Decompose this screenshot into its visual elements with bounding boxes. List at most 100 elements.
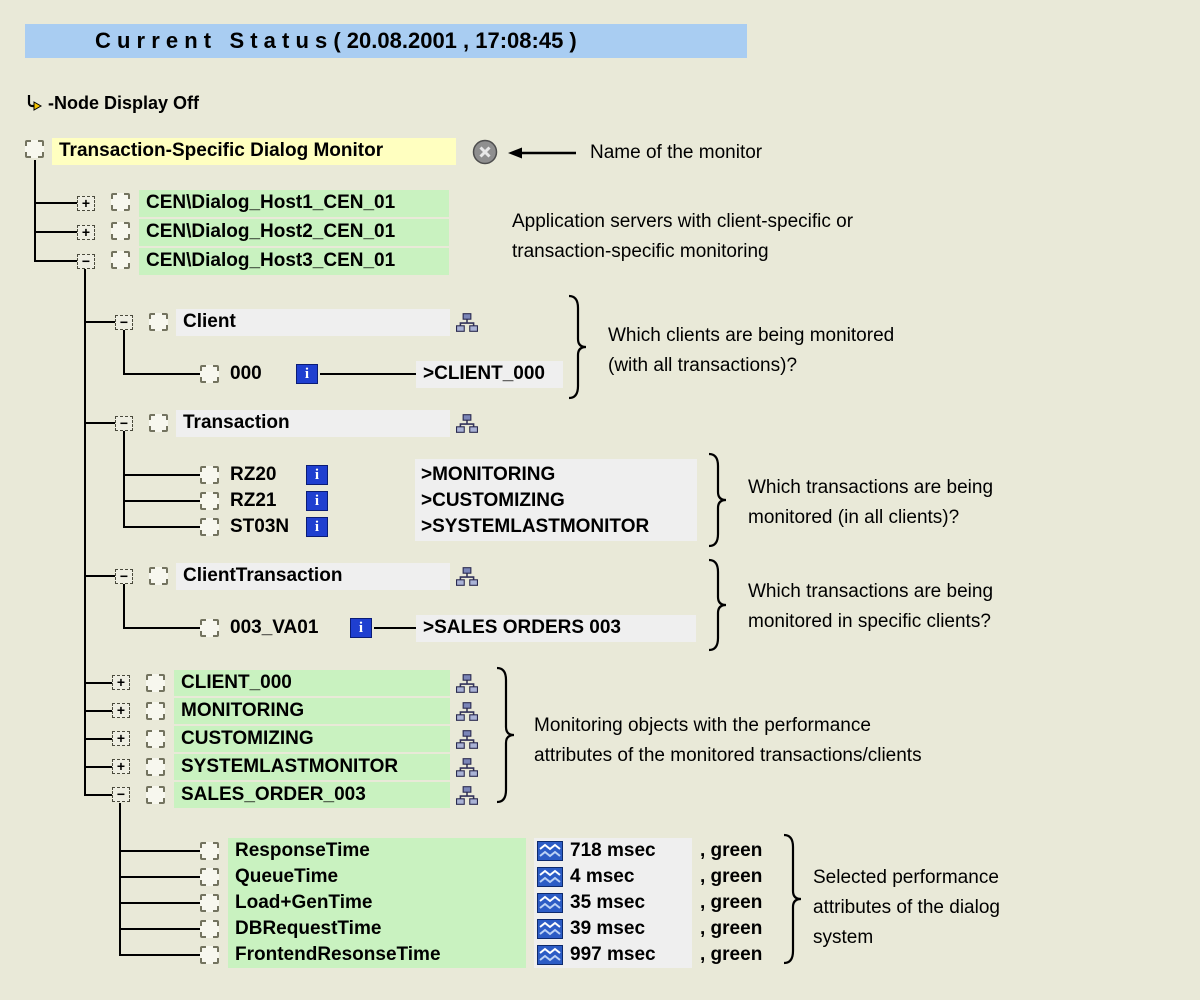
performance-chart-icon[interactable] bbox=[537, 945, 563, 965]
attribute-value: 4 msec bbox=[570, 866, 635, 887]
attribute-name-label[interactable]: FrontendResonseTime bbox=[228, 942, 526, 968]
node-display-label: -Node Display Off bbox=[48, 93, 200, 113]
tree-connector-line bbox=[119, 902, 200, 904]
curly-brace bbox=[708, 558, 727, 652]
checkbox-icon[interactable] bbox=[200, 868, 219, 886]
checkbox-icon[interactable] bbox=[200, 894, 219, 912]
checkbox-icon[interactable] bbox=[111, 193, 130, 211]
transaction-st03n-label[interactable]: ST03N bbox=[230, 516, 290, 537]
monitoring-object-label[interactable]: SALES_ORDER_003 bbox=[174, 782, 450, 808]
root-node-label[interactable]: Transaction-Specific Dialog Monitor bbox=[52, 138, 456, 165]
collapse-minus-icon[interactable]: − bbox=[77, 254, 95, 269]
tree-connector-line bbox=[84, 794, 112, 796]
tree-connector-line bbox=[123, 526, 200, 528]
attribute-name-label[interactable]: ResponseTime bbox=[228, 838, 526, 864]
checkbox-icon[interactable] bbox=[146, 786, 165, 804]
monitoring-object-label[interactable]: SYSTEMLASTMONITOR bbox=[174, 754, 450, 780]
transaction-node-label[interactable]: Transaction bbox=[176, 410, 450, 437]
tree-connector-line bbox=[34, 202, 77, 204]
monitoring-object-label[interactable]: MONITORING bbox=[174, 698, 450, 724]
checkbox-icon[interactable] bbox=[146, 674, 165, 692]
client-transaction-node-label[interactable]: ClientTransaction bbox=[176, 563, 450, 590]
checkbox-icon[interactable] bbox=[149, 313, 168, 331]
checkbox-icon[interactable] bbox=[200, 946, 219, 964]
tree-connector-line bbox=[34, 160, 36, 262]
tree-connector-line bbox=[123, 627, 200, 629]
tree-connector-line bbox=[123, 584, 125, 628]
collapse-minus-icon[interactable]: − bbox=[115, 416, 133, 431]
checkbox-icon[interactable] bbox=[111, 222, 130, 240]
host-node-label[interactable]: CEN\Dialog_Host3_CEN_01 bbox=[139, 248, 449, 275]
tree-connector-line bbox=[84, 422, 115, 424]
tree-connector-line bbox=[123, 330, 125, 374]
transaction-st03n-value: >SYSTEMLASTMONITOR bbox=[421, 516, 650, 537]
tree-connector-line bbox=[119, 876, 200, 878]
attribute-status: , green bbox=[700, 892, 763, 913]
checkbox-icon[interactable] bbox=[200, 920, 219, 938]
client-000-label[interactable]: 000 bbox=[230, 363, 262, 384]
client-transaction-child-label[interactable]: 003_VA01 bbox=[230, 617, 319, 638]
tree-connector-line bbox=[84, 321, 115, 323]
attribute-value: 718 msec bbox=[570, 840, 656, 861]
annotation-attrs-line2: attributes of the dialog bbox=[813, 897, 1000, 918]
checkbox-icon[interactable] bbox=[200, 842, 219, 860]
checkbox-icon[interactable] bbox=[146, 702, 165, 720]
attribute-status: , green bbox=[700, 944, 763, 965]
client-transaction-child-value: >SALES ORDERS 003 bbox=[416, 615, 696, 642]
attribute-name-label[interactable]: Load+GenTime bbox=[228, 890, 526, 916]
attribute-status: , green bbox=[700, 866, 763, 887]
delete-icon[interactable] bbox=[472, 139, 498, 165]
expand-plus-icon[interactable]: + bbox=[112, 759, 130, 774]
info-icon[interactable]: i bbox=[296, 364, 318, 384]
checkbox-icon[interactable] bbox=[25, 140, 44, 158]
collapse-minus-icon[interactable]: − bbox=[115, 569, 133, 584]
host-node-label[interactable]: CEN\Dialog_Host2_CEN_01 bbox=[139, 219, 449, 246]
monitoring-object-label[interactable]: CLIENT_000 bbox=[174, 670, 450, 696]
expand-plus-icon[interactable]: + bbox=[112, 703, 130, 718]
info-icon[interactable]: i bbox=[306, 517, 328, 537]
checkbox-icon[interactable] bbox=[200, 518, 219, 536]
expand-plus-icon[interactable]: + bbox=[112, 731, 130, 746]
expand-plus-icon[interactable]: + bbox=[77, 196, 95, 211]
hierarchy-icon bbox=[456, 414, 478, 433]
attribute-name-label[interactable]: QueueTime bbox=[228, 864, 526, 890]
checkbox-icon[interactable] bbox=[111, 251, 130, 269]
attribute-value: 35 msec bbox=[570, 892, 646, 913]
annotation-servers-line2: transaction-specific monitoring bbox=[512, 241, 769, 262]
performance-chart-icon[interactable] bbox=[537, 893, 563, 913]
tree-connector-line bbox=[123, 474, 200, 476]
info-icon[interactable]: i bbox=[306, 465, 328, 485]
performance-chart-icon[interactable] bbox=[537, 919, 563, 939]
hierarchy-icon bbox=[456, 313, 478, 332]
checkbox-icon[interactable] bbox=[146, 758, 165, 776]
curly-brace bbox=[496, 666, 515, 804]
expand-plus-icon[interactable]: + bbox=[77, 225, 95, 240]
hierarchy-icon bbox=[456, 786, 478, 805]
checkbox-icon[interactable] bbox=[200, 365, 219, 383]
tree-connector-line bbox=[84, 738, 112, 740]
checkbox-icon[interactable] bbox=[146, 730, 165, 748]
checkbox-icon[interactable] bbox=[200, 492, 219, 510]
host-node-label[interactable]: CEN\Dialog_Host1_CEN_01 bbox=[139, 190, 449, 217]
collapse-minus-icon[interactable]: − bbox=[115, 315, 133, 330]
expand-plus-icon[interactable]: + bbox=[112, 675, 130, 690]
client-node-label[interactable]: Client bbox=[176, 309, 450, 336]
checkbox-icon[interactable] bbox=[200, 619, 219, 637]
performance-chart-icon[interactable] bbox=[537, 867, 563, 887]
attribute-value: 39 msec bbox=[570, 918, 646, 939]
transaction-rz21-label[interactable]: RZ21 bbox=[230, 490, 277, 511]
annotation-client-tx-line1: Which transactions are being bbox=[748, 581, 994, 602]
monitoring-object-label[interactable]: CUSTOMIZING bbox=[174, 726, 450, 752]
annotation-clients-line2: (with all transactions)? bbox=[608, 355, 798, 376]
info-icon[interactable]: i bbox=[306, 491, 328, 511]
collapse-minus-icon[interactable]: − bbox=[112, 787, 130, 802]
checkbox-icon[interactable] bbox=[149, 414, 168, 432]
info-icon[interactable]: i bbox=[350, 618, 372, 638]
attribute-name-label[interactable]: DBRequestTime bbox=[228, 916, 526, 942]
checkbox-icon[interactable] bbox=[149, 567, 168, 585]
hierarchy-icon bbox=[456, 730, 478, 749]
transaction-rz20-label[interactable]: RZ20 bbox=[230, 464, 277, 485]
checkbox-icon[interactable] bbox=[200, 466, 219, 484]
performance-chart-icon[interactable] bbox=[537, 841, 563, 861]
